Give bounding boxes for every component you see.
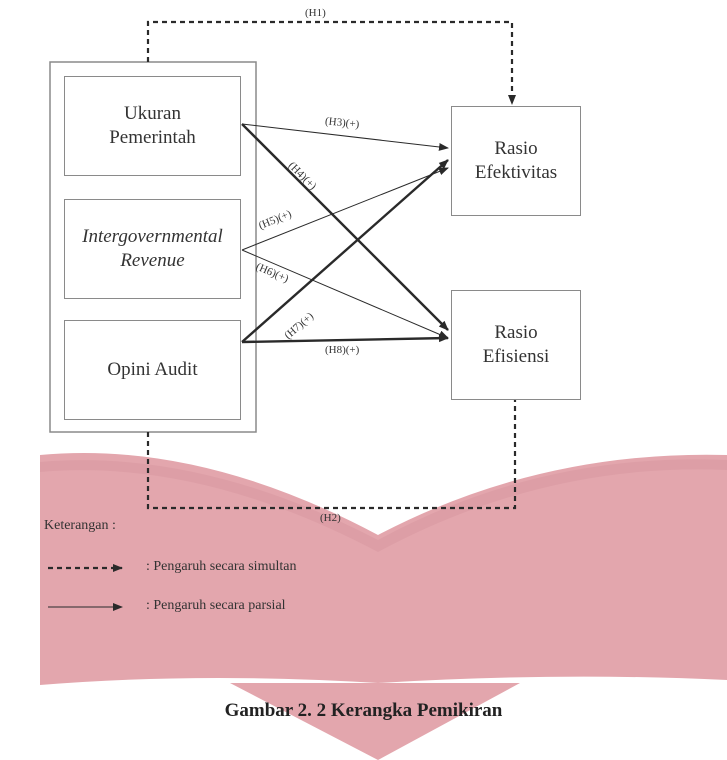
node-opini-audit: Opini Audit <box>64 320 241 420</box>
h1-dashed-arrow <box>146 20 516 105</box>
label-h2: (H2) <box>320 512 341 524</box>
node-ukuran-pemerintah: Ukuran Pemerintah <box>64 76 241 176</box>
h8-arrow <box>241 334 449 344</box>
label-h8: (H8)(+) <box>325 344 360 356</box>
node-efisiensi-line1: Rasio <box>494 322 538 343</box>
h6-arrow <box>241 249 449 339</box>
node-efisiensi-line2: Efisiensi <box>482 346 550 367</box>
h7-arrow <box>241 159 449 343</box>
figure-caption: Gambar 2. 2 Kerangka Pemikiran <box>224 700 503 721</box>
node-intergov-line2: Revenue <box>120 250 185 271</box>
h5-arrow <box>241 167 449 251</box>
legend-partial-label: : Pengaruh secara parsial <box>146 598 286 613</box>
node-rasio-efektivitas: Rasio Efektivitas <box>451 106 581 216</box>
node-ukuran-line1: Ukuran <box>124 103 181 124</box>
node-intergov-line1: Intergovernmental <box>82 226 223 247</box>
h4-arrow <box>241 123 449 331</box>
node-efektivitas-line2: Efektivitas <box>474 162 558 183</box>
node-ukuran-line2: Pemerintah <box>109 127 196 148</box>
node-opini-label: Opini Audit <box>107 359 198 380</box>
legend-simultaneous-label: : Pengaruh secara simultan <box>146 559 297 574</box>
book-fold <box>40 459 727 552</box>
node-efektivitas-line1: Rasio <box>494 138 538 159</box>
node-rasio-efisiensi: Rasio Efisiensi <box>451 290 581 400</box>
h2-dashed-arrow <box>146 381 519 510</box>
node-intergovernmental-revenue: Intergovernmental Revenue <box>64 199 241 299</box>
h3-arrow <box>241 123 449 151</box>
legend-title: Keterangan : <box>44 518 116 533</box>
label-h1: (H1) <box>305 7 326 19</box>
book-background <box>40 452 727 760</box>
